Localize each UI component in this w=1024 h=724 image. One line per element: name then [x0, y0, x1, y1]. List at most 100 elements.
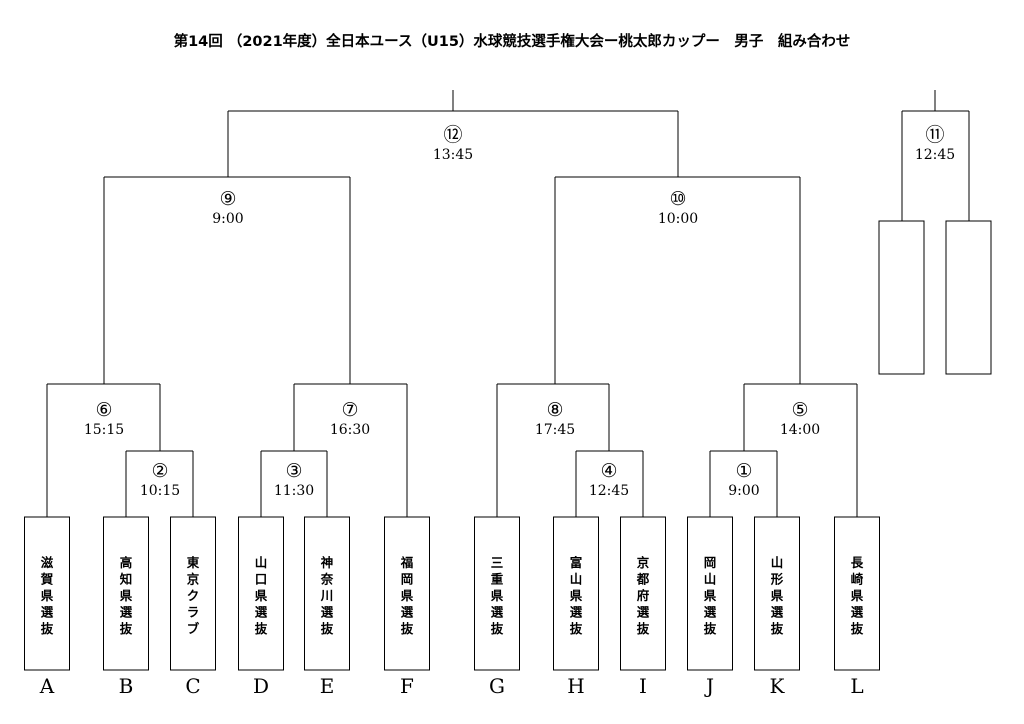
team-name-char: 岡 [704, 555, 717, 570]
team-name-char: 県 [255, 588, 268, 603]
team-name-char: 県 [851, 588, 864, 603]
team-name-char: 抜 [41, 621, 54, 636]
team-name: 京都府選抜 [636, 555, 650, 636]
team-name-char: 山 [704, 572, 717, 587]
team-name-char: ラ [187, 605, 200, 620]
team-name-char: 抜 [851, 621, 864, 636]
team-box [687, 516, 733, 671]
bracket-lines [46, 90, 970, 517]
team-name-char: 川 [320, 588, 334, 603]
team-name-char: 三 [491, 555, 504, 570]
match-time: 15:15 [84, 422, 124, 438]
match-time: 10:15 [140, 483, 180, 499]
match-number: ③ [285, 460, 302, 482]
team-name-char: 県 [570, 588, 583, 603]
page-title: 第14回 （2021年度）全日本ユース（U15）水球競技選手権大会ー桃太郎カップ… [173, 34, 851, 50]
team-letter: A [39, 674, 55, 698]
team-name-char: 県 [491, 588, 504, 603]
team-name-char: 東 [187, 555, 200, 570]
team-name: 滋賀県選抜 [40, 555, 54, 636]
team-name-char: 奈 [320, 572, 334, 587]
match-11-connector [901, 90, 970, 221]
team-name: 三重県選抜 [491, 555, 504, 636]
team-letter: G [489, 674, 505, 698]
match-number: ⑧ [546, 399, 563, 421]
team-name-char: 選 [491, 605, 504, 620]
team-name-char: 抜 [771, 621, 784, 636]
team-name: 福岡県選抜 [400, 555, 414, 636]
team-name-char: 抜 [704, 621, 717, 636]
team-name-char: 選 [570, 605, 583, 620]
team-name-char: 県 [771, 588, 784, 603]
empty-team-slot [945, 220, 992, 375]
team-name: 高知県選抜 [119, 555, 133, 636]
team-name-char: 賀 [40, 572, 54, 587]
team-name: 山口県選抜 [255, 555, 268, 636]
match-time: 17:45 [535, 422, 575, 438]
match-4-connector [575, 450, 644, 517]
semifinal-left-connector [103, 176, 351, 384]
team-name-char: 選 [401, 605, 414, 620]
team-name-char: 選 [851, 605, 864, 620]
team-name-char: 抜 [401, 621, 414, 636]
team-name-char: 抜 [570, 621, 583, 636]
team-name: 神奈川選抜 [320, 555, 334, 636]
team-name-char: 山 [255, 555, 268, 570]
match-time: 10:00 [658, 211, 698, 227]
team-name: 東京クラブ [187, 555, 200, 636]
team-name-char: 選 [41, 605, 54, 620]
team-box [834, 516, 880, 671]
team-name-char: ブ [187, 621, 200, 636]
team-name-char: 滋 [41, 555, 54, 570]
team-name: 富山県選抜 [570, 555, 583, 636]
team-letter: E [320, 674, 335, 698]
match-labels: ①9:00②10:15③11:30④12:45⑤14:00⑥15:15⑦16:3… [84, 124, 955, 499]
team-name-char: 形 [771, 572, 784, 587]
team-name-char: 重 [491, 572, 504, 587]
team-name-char: 選 [321, 605, 334, 620]
match-number: ② [151, 460, 168, 482]
team-letter: B [119, 674, 134, 698]
team-box [24, 516, 70, 671]
team-name-char: 京 [637, 555, 650, 570]
team-name-char: 抜 [321, 621, 334, 636]
team-box [103, 516, 149, 671]
team-name-char: 福 [400, 555, 414, 570]
team-letter: L [850, 674, 863, 698]
team-name-char: 崎 [851, 572, 864, 587]
team-letter: H [567, 674, 584, 698]
team-box [238, 516, 284, 671]
team-name-char: 抜 [637, 621, 650, 636]
team-name-char: 富 [570, 555, 583, 570]
match-number: ⑫ [443, 124, 462, 146]
team-name-char: 選 [120, 605, 133, 620]
match-time: 11:30 [274, 483, 314, 499]
empty-slots [878, 220, 992, 375]
team-name-char: 抜 [255, 621, 268, 636]
team-name-char: ク [187, 588, 200, 603]
match-time: 12:45 [589, 483, 629, 499]
match-time: 9:00 [728, 483, 759, 499]
team-name-char: 山 [570, 572, 583, 587]
team-name: 岡山県選抜 [704, 555, 717, 636]
empty-team-slot [878, 220, 925, 375]
team-name-char: 県 [41, 588, 54, 603]
team-names: 滋賀県選抜高知県選抜東京クラブ山口県選抜神奈川選抜福岡県選抜三重県選抜富山県選抜… [40, 555, 864, 636]
match-number: ⑩ [669, 188, 686, 210]
team-name-char: 選 [637, 605, 650, 620]
team-name-char: 口 [255, 572, 268, 587]
team-box [553, 516, 599, 671]
team-box [620, 516, 666, 671]
match-number: ⑥ [95, 399, 112, 421]
team-name-char: 県 [120, 588, 133, 603]
match-1-connector [709, 450, 778, 517]
match-number: ⑨ [219, 188, 236, 210]
match-5-connector [743, 383, 858, 517]
team-name-char: 県 [401, 588, 414, 603]
match-time: 13:45 [433, 147, 473, 163]
team-name-char: 長 [851, 555, 864, 570]
team-name-char: 抜 [120, 621, 133, 636]
match-3-connector [260, 450, 328, 517]
team-box [754, 516, 800, 671]
